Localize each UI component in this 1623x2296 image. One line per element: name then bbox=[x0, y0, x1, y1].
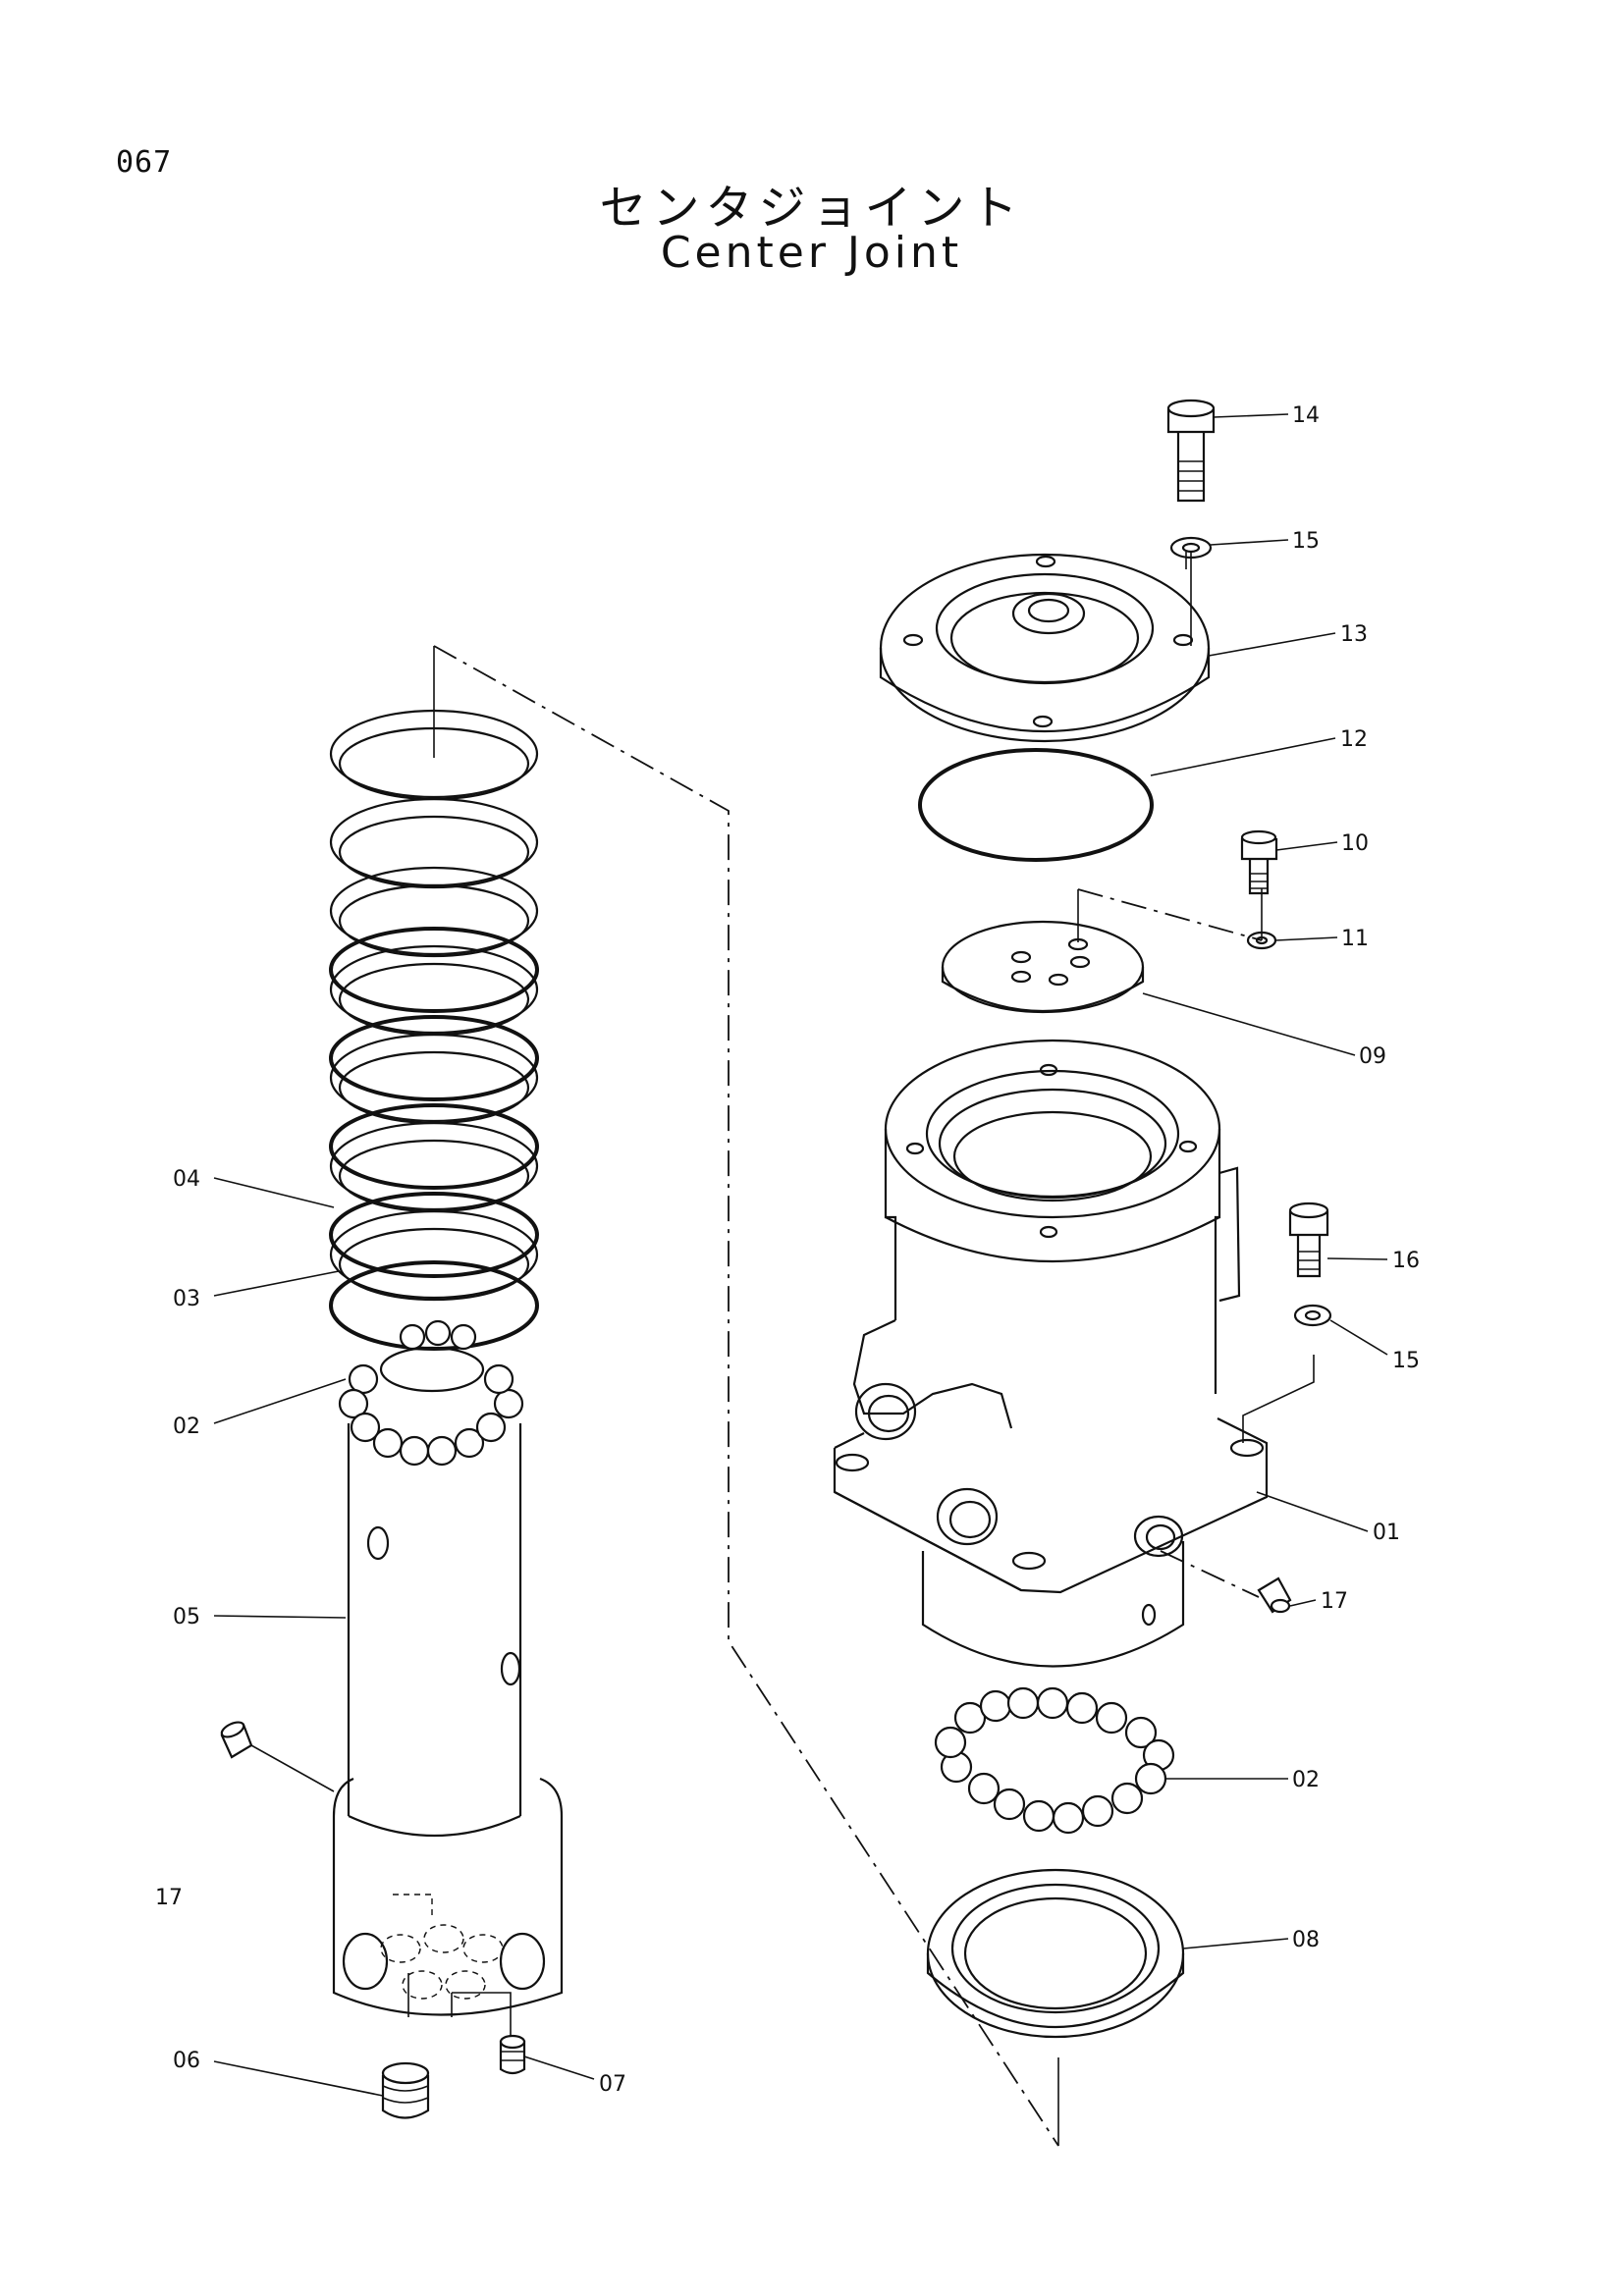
housing-01 bbox=[833, 1039, 1269, 1668]
seal-ring-stack bbox=[329, 709, 539, 1351]
leader-lines bbox=[213, 413, 1388, 2097]
label-16: 16 bbox=[1392, 1249, 1420, 1273]
label-11: 11 bbox=[1341, 927, 1369, 951]
label-13: 13 bbox=[1340, 622, 1368, 647]
label-15b: 15 bbox=[1392, 1349, 1420, 1373]
label-04: 04 bbox=[173, 1167, 200, 1192]
label-01: 01 bbox=[1373, 1521, 1400, 1545]
label-15a: 15 bbox=[1292, 529, 1320, 554]
label-09: 09 bbox=[1359, 1044, 1386, 1069]
title-english: Center Joint bbox=[660, 228, 963, 278]
label-05: 05 bbox=[173, 1605, 200, 1629]
ball-ring-right bbox=[934, 1686, 1175, 1835]
label-17b: 17 bbox=[1321, 1589, 1348, 1614]
label-12: 12 bbox=[1340, 727, 1368, 752]
plugs-left bbox=[220, 1721, 526, 2119]
plug-17-right bbox=[1257, 1576, 1292, 1614]
label-17a: 17 bbox=[155, 1886, 183, 1910]
ball-ring-left bbox=[338, 1319, 524, 1467]
assembly-guide-lines bbox=[407, 552, 1315, 2147]
label-07: 07 bbox=[599, 2072, 626, 2097]
bolt-10-washer-11 bbox=[1240, 829, 1278, 950]
label-14: 14 bbox=[1292, 403, 1320, 428]
plate-09 bbox=[941, 920, 1145, 1014]
title-japanese: センタジョイント bbox=[599, 181, 1024, 236]
page-number: 067 bbox=[116, 145, 173, 180]
shaft-05 bbox=[332, 1423, 564, 2016]
bolt-14-washer-15 bbox=[1166, 399, 1216, 560]
bolt-16-washer-15 bbox=[1288, 1201, 1332, 1327]
label-06: 06 bbox=[173, 2049, 200, 2073]
label-08: 08 bbox=[1292, 1928, 1320, 1952]
thrust-ring-08 bbox=[926, 1868, 1185, 2039]
o-ring-12 bbox=[918, 748, 1154, 862]
cover-13 bbox=[879, 553, 1211, 743]
label-03: 03 bbox=[173, 1287, 200, 1311]
label-02a: 02 bbox=[173, 1415, 200, 1439]
label-02b: 02 bbox=[1292, 1768, 1320, 1792]
label-10: 10 bbox=[1341, 831, 1369, 856]
